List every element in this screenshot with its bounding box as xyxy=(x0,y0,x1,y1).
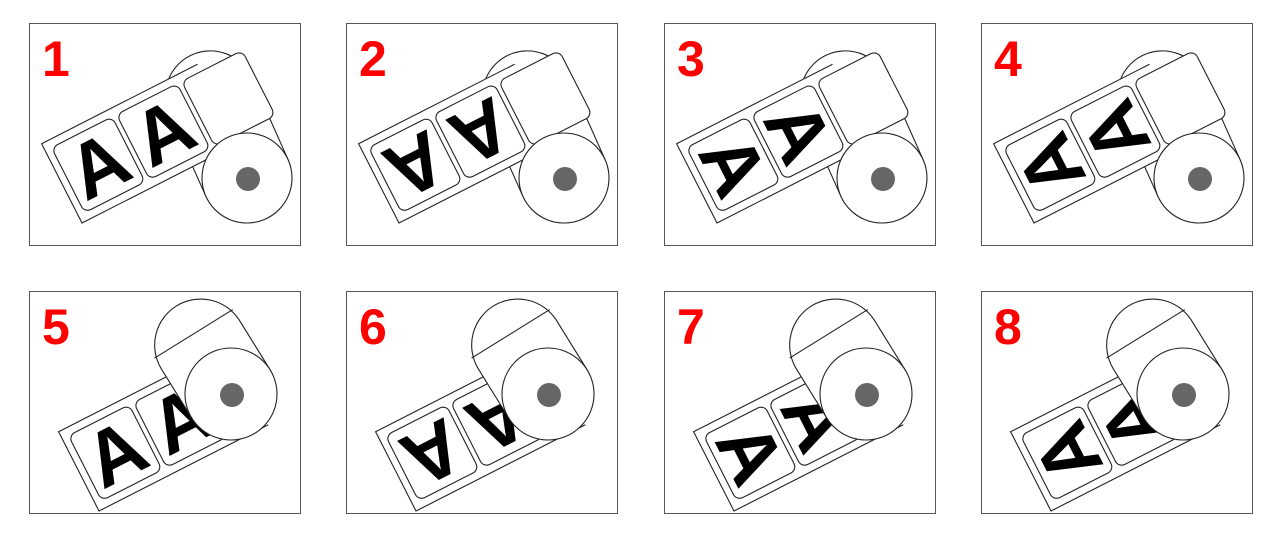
panel-number: 7 xyxy=(677,299,705,355)
label-1 xyxy=(53,118,144,211)
roll-core-icon xyxy=(553,167,577,191)
panel-number: 5 xyxy=(42,299,70,355)
roll-core-icon xyxy=(1188,167,1212,191)
label-2 xyxy=(753,85,844,178)
label-2 xyxy=(118,85,209,178)
roll-seam xyxy=(154,309,234,359)
panel-number: 4 xyxy=(994,31,1022,87)
panel-number: 2 xyxy=(359,31,387,87)
roll-core-icon xyxy=(220,383,244,407)
label-on-roll xyxy=(1135,52,1226,145)
label-1 xyxy=(70,406,161,499)
roll-seam xyxy=(471,309,551,359)
label-strip: AA xyxy=(357,52,591,224)
panel-number: 6 xyxy=(359,299,387,355)
roll-seam xyxy=(1106,309,1186,359)
roll-seam xyxy=(789,309,869,359)
roll-core-icon xyxy=(855,383,879,407)
roll-core-icon xyxy=(236,167,260,191)
label-2 xyxy=(435,85,526,178)
panel-number: 8 xyxy=(994,299,1022,355)
panel-number: 3 xyxy=(677,31,705,87)
label-strip: AA xyxy=(992,52,1226,224)
panel-number: 1 xyxy=(42,31,70,87)
label-on-roll xyxy=(818,52,909,145)
label-1 xyxy=(1022,406,1113,499)
label-2 xyxy=(1070,85,1161,178)
label-1 xyxy=(1005,118,1096,211)
label-on-roll xyxy=(500,52,591,145)
roll-core-icon xyxy=(871,167,895,191)
roll-core-icon xyxy=(537,383,561,407)
roll-core-icon xyxy=(1172,383,1196,407)
label-1 xyxy=(688,118,779,211)
label-1 xyxy=(370,118,461,211)
label-strip: AA xyxy=(675,52,909,224)
label-on-roll xyxy=(183,52,274,145)
label-1 xyxy=(705,406,796,499)
label-1 xyxy=(387,406,478,499)
